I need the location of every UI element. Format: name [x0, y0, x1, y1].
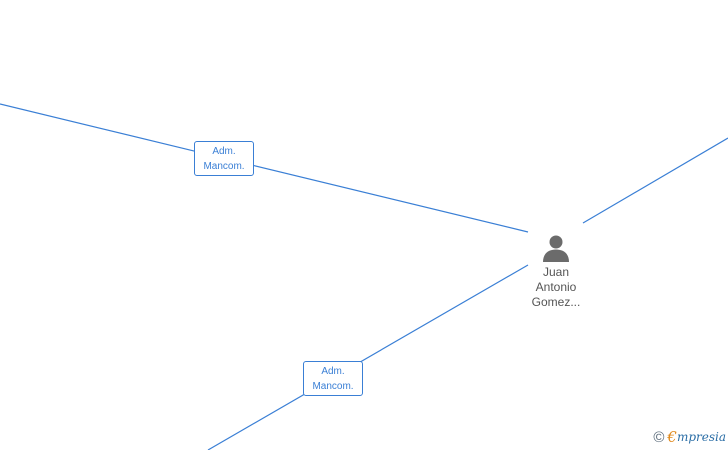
edge-upper-left — [0, 103, 529, 233]
brand-name: mpresia — [676, 430, 726, 444]
relation-label-lower[interactable]: Adm. Mancom. — [303, 361, 363, 396]
relation-label-upper-line2: Mancom. — [203, 161, 245, 172]
relation-label-upper-line1: Adm. — [212, 146, 236, 157]
person-name-line1: Juan — [542, 265, 570, 279]
person-icon — [543, 235, 569, 262]
brand-mark-icon: € — [667, 428, 677, 446]
person-name-line3: Gomez... — [531, 295, 581, 309]
relation-label-lower-line2: Mancom. — [312, 381, 354, 392]
copyright-icon: © — [653, 428, 665, 446]
brand-watermark: © €mpresia — [653, 427, 726, 447]
person-node[interactable]: Juan Antonio Gomez... — [516, 233, 596, 310]
relation-label-upper[interactable]: Adm. Mancom. — [194, 141, 254, 176]
edge-upper-right — [582, 137, 728, 224]
person-name-line2: Antonio — [535, 280, 577, 294]
edge-lower-left — [207, 264, 529, 450]
relation-label-lower-line1: Adm. — [321, 366, 345, 377]
